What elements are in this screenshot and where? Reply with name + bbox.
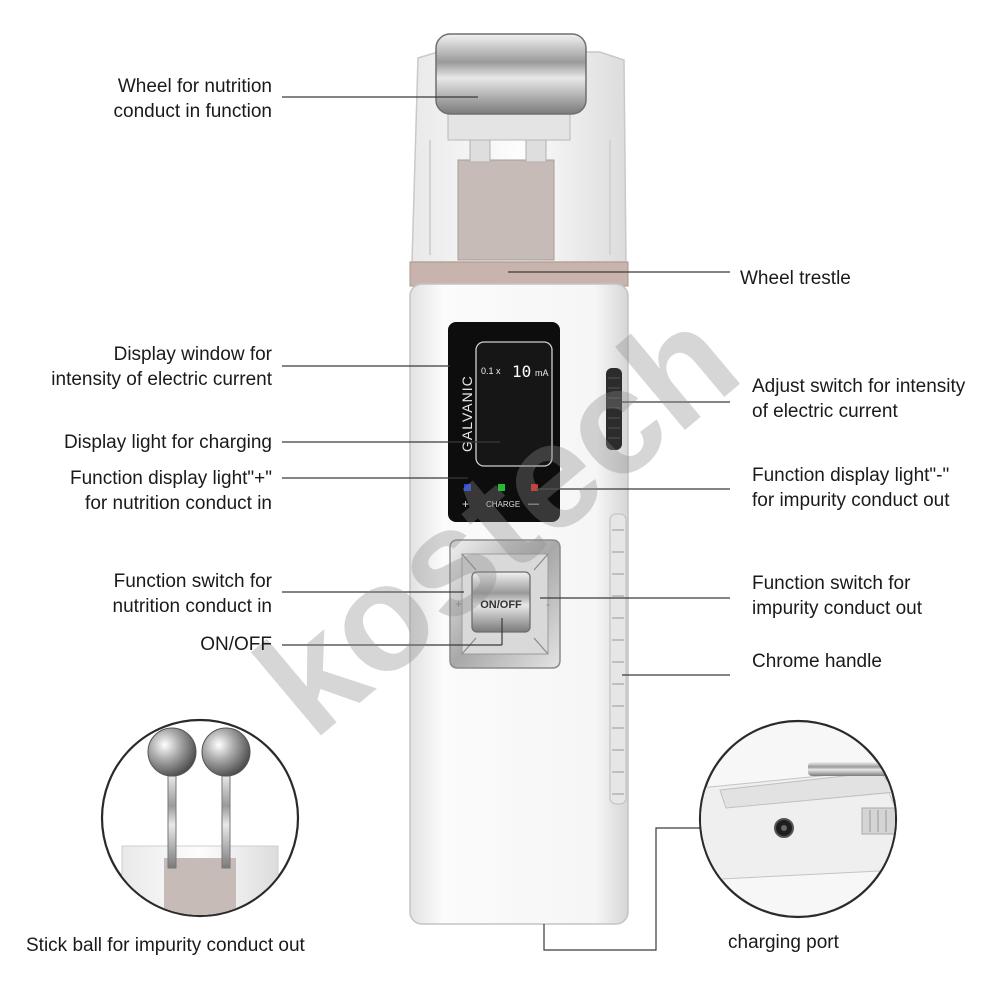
stick-ball-left	[147, 727, 197, 777]
label-function-light-plus: Function display light"+" for nutrition …	[69, 468, 272, 514]
label-stick-ball: Stick ball for impurity conduct out	[26, 935, 305, 956]
charging-port-inset	[698, 719, 898, 919]
brand-text: GALVANIC	[459, 375, 475, 452]
label-function-switch-out: Function switch for impurity conduct out	[752, 573, 923, 619]
label-display-window: Display window for intensity of electric…	[51, 344, 272, 390]
stick-ball-right	[201, 727, 251, 777]
display-window	[475, 341, 553, 467]
label-function-switch-in: Function switch for nutrition conduct in	[112, 571, 273, 617]
readout-multiplier: 0.1 x	[481, 366, 501, 376]
charge-text: CHARGE	[486, 500, 520, 509]
readout-value: 10	[512, 362, 531, 381]
wheel-trestle-band	[409, 261, 629, 287]
label-charging-port: charging port	[728, 932, 839, 953]
led-plus	[464, 484, 471, 491]
plus-sign: +	[462, 497, 469, 511]
stick-ball-inset	[100, 718, 300, 918]
button-minus-mark: -	[546, 597, 550, 611]
chrome-handle-strip	[609, 513, 627, 805]
minus-sign: —	[528, 498, 539, 510]
label-chrome-handle: Chrome handle	[752, 651, 882, 672]
label-on-off: ON/OFF	[200, 634, 272, 655]
button-plus-mark: +	[455, 597, 462, 611]
label-wheel-nutrition: Wheel for nutrition conduct in function	[113, 76, 272, 122]
readout-unit: mA	[535, 368, 549, 378]
on-off-button-label: ON/OFF	[480, 599, 522, 611]
led-charge	[498, 484, 505, 491]
device-head	[411, 33, 627, 263]
callout-lines	[282, 96, 730, 951]
label-adjust-switch: Adjust switch for intensity of electric …	[752, 376, 966, 422]
label-display-light-charging: Display light for charging	[63, 432, 272, 453]
label-function-light-minus: Function display light"-" for impurity c…	[752, 465, 950, 511]
roller-wheel	[435, 33, 587, 115]
label-wheel-trestle: Wheel trestle	[740, 268, 851, 289]
led-minus	[531, 484, 538, 491]
on-off-button[interactable]	[471, 571, 531, 633]
wheel-support-block	[457, 159, 555, 261]
